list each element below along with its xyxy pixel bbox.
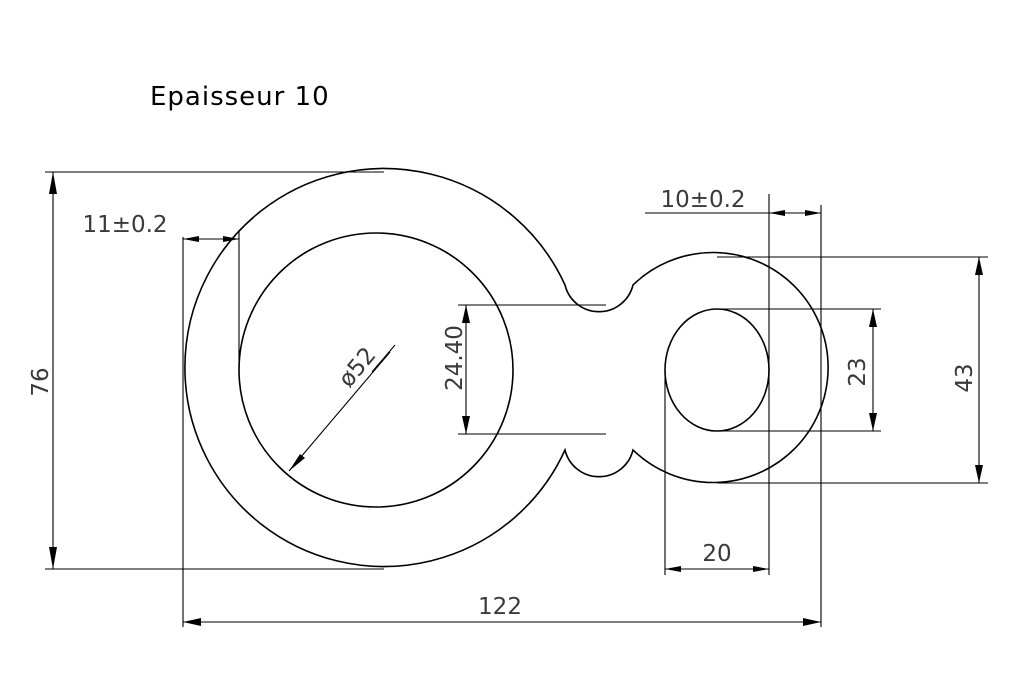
label-overall-length: 122 (478, 594, 522, 620)
dimension-wall-thickness: 11±0.2 (82, 212, 240, 627)
dimension-small-hole-diameter: 23 (717, 308, 881, 432)
label-small-ring-thickness: 10±0.2 (660, 187, 745, 213)
label-big-hole-diameter: ø52 (334, 343, 382, 393)
big-hole (238, 232, 514, 508)
dimension-overall-height: 76 (28, 171, 384, 570)
dimension-small-ring-height: 43 (717, 256, 988, 484)
label-wall-thickness: 11±0.2 (82, 212, 167, 238)
dimension-small-ring-thickness: 10±0.2 (645, 187, 822, 627)
label-small-hole-diameter: 23 (845, 357, 871, 386)
dimension-small-hole-width: 20 (664, 370, 769, 575)
label-small-ring-height: 43 (952, 363, 978, 392)
title-thickness: Epaisseur 10 (150, 82, 330, 112)
dimension-overall-length: 122 (183, 594, 821, 626)
part-outer-contour (184, 167, 829, 568)
label-small-hole-width: 20 (702, 541, 731, 567)
label-overall-height: 76 (28, 367, 54, 396)
label-neck-width: 24.40 (442, 325, 468, 391)
small-hole (664, 308, 770, 432)
dimension-neck-width: 24.40 (442, 304, 606, 435)
dimension-big-hole-diameter: ø52 (288, 343, 396, 472)
